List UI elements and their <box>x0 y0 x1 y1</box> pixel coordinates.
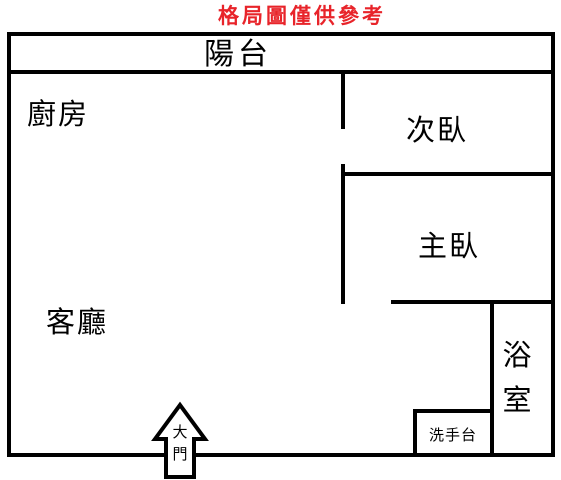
master-bedroom-label: 主臥 <box>418 229 480 263</box>
entrance-label-line1: 大 <box>172 423 187 441</box>
bathroom-label-line2: 室 <box>502 383 533 417</box>
washbasin-box <box>413 409 494 457</box>
entrance-arrow-icon <box>151 401 209 479</box>
living-room-label: 客廳 <box>46 305 108 339</box>
bathroom-label-line1: 浴 <box>502 338 533 372</box>
outer-wall <box>7 32 555 457</box>
second-bedroom-label: 次臥 <box>406 113 468 147</box>
disclaimer-note: 格局圖僅供參考 <box>218 3 386 28</box>
balcony-label: 陽台 <box>204 37 272 72</box>
kitchen-label: 廚房 <box>27 97 89 131</box>
entrance-label-line2: 門 <box>172 445 187 463</box>
washbasin-label: 洗手台 <box>429 426 477 444</box>
